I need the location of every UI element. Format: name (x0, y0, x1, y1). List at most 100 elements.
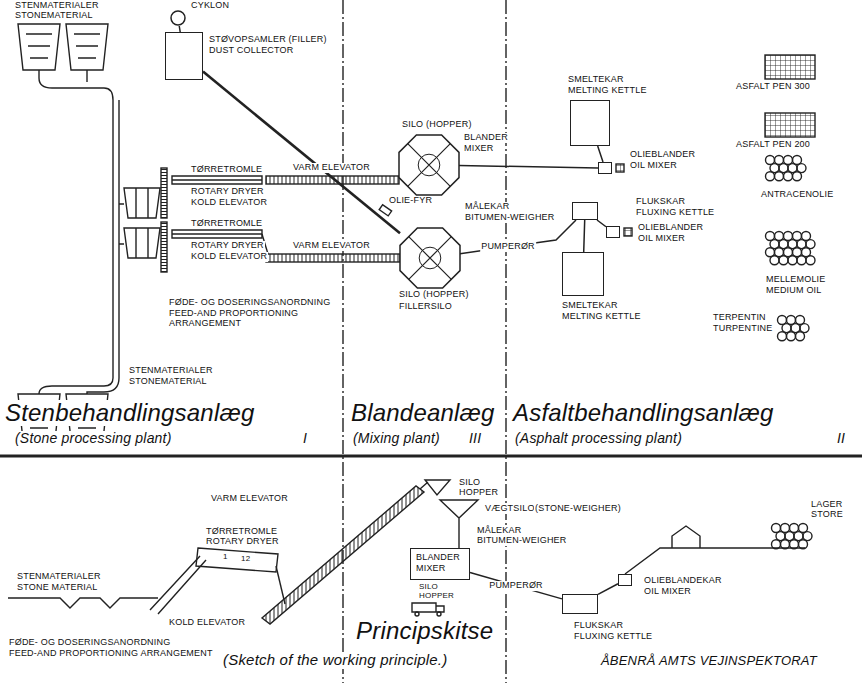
hot-elevator (262, 486, 424, 624)
pipe-connector (598, 146, 603, 162)
mixer-outline (399, 135, 459, 195)
feed-hopper (124, 228, 160, 258)
conveyor (119, 204, 124, 244)
mixer-symbol: MÅLEKARBITUMEN-WEIGHERSILO (HOPPER)FILLE… (400, 228, 460, 288)
part-label: ASFALT PEN 300 (735, 82, 811, 92)
node-label: OIL MIXER (637, 234, 686, 244)
pipe-label: PUMPERØR (480, 242, 536, 252)
part-label: ROTARY DRYER (190, 187, 265, 197)
pipe-connector (598, 584, 618, 595)
part-label: SILO (458, 478, 481, 488)
barrel (770, 256, 779, 265)
barrel (788, 256, 797, 265)
store-shed (672, 526, 700, 548)
rotary-dryer (172, 176, 262, 184)
node-label: FLUXING KETTLE (573, 632, 653, 642)
plant-box: FLUKSKARFLUXING KETTLE (572, 202, 598, 220)
pipe-connector (470, 573, 562, 599)
part-label: ROTARY DRYER (205, 537, 280, 547)
node-label: BLANDER (463, 133, 509, 143)
part-label: ROTARY DRYER (190, 241, 265, 251)
part-label: LAGER (810, 500, 844, 510)
section-title: II (836, 431, 846, 446)
plant-box: OLIEBLANDEKAROIL MIXER (618, 574, 632, 586)
barrel-stacks (766, 156, 816, 549)
chute (276, 566, 285, 604)
conveyor (39, 70, 113, 394)
part-label: OLIE-FYR (388, 196, 433, 206)
barrel (796, 332, 805, 341)
part-label: ASFALT PEN 200 (735, 140, 811, 150)
pipe-connector (597, 220, 606, 227)
part-label: KOLD ELEVATOR (190, 198, 268, 208)
section-divider (342, 0, 343, 683)
section-title: III (468, 431, 482, 446)
plant-box: SMELTEKARMELTING KETTLE (562, 252, 604, 296)
part-label: TURPENTINE (712, 324, 774, 334)
part-label: SILO (418, 583, 439, 592)
node-label: FLUKSKAR (573, 621, 624, 631)
truck (412, 603, 444, 612)
part-label: TØRRETROMLE (205, 527, 278, 537)
part-label: ANTRACENOLIE (760, 190, 834, 200)
part-label: VARM ELEVATOR (210, 494, 289, 504)
node-label: SMELTEKAR (561, 301, 619, 311)
node-label: OLIEBLANDER (637, 223, 704, 233)
part-label: TØRRETROMLE (190, 219, 263, 229)
mixer-grid (616, 164, 624, 172)
node-label: OIL MIXER (629, 161, 678, 171)
part-label: MÅLEKAR (476, 526, 522, 536)
barrel (793, 172, 802, 181)
part-label: VARM ELEVATOR (292, 241, 371, 251)
truck-wheel (437, 612, 441, 616)
section-title: (Sketch of the working principle.) (222, 652, 448, 669)
node-label: MELTING KETTLE (561, 312, 642, 322)
node-label: FILLERSILO (398, 302, 453, 312)
pipe-connector (460, 220, 576, 254)
silo-hopper (420, 480, 450, 495)
mixer-grid (624, 228, 632, 236)
plant-box: SMELTEKARMELTING KETTLE (570, 100, 610, 146)
ground-line (625, 548, 805, 574)
part-label: MELLEMOLIE (765, 275, 827, 285)
part-label: STONE MATERIAL (16, 583, 98, 593)
section-title: Stenbehandlingsanlæg (4, 400, 256, 426)
plant-box: STØVOPSAMLER (FILLER)DUST COLLECTOR (165, 32, 203, 80)
stone-bin (66, 24, 108, 70)
barrel (766, 172, 775, 181)
part-label: STENMATERIALER (16, 572, 102, 582)
section-title: (Mixing plant) (352, 431, 441, 446)
pipe-connector (459, 166, 598, 168)
part-label: KOLD ELEVATOR (168, 618, 246, 628)
conveyor (87, 70, 119, 394)
section-title: Blandeanlæg (350, 400, 496, 426)
part-label: KOLD ELEVATOR (190, 252, 268, 262)
plant-box: BLANDERMIXER (410, 548, 470, 580)
part-label: 12 (240, 555, 251, 564)
pipe-connector (584, 220, 585, 252)
section-title: ÅBENRÅ AMTS VEJINSPEKTORAT (600, 654, 818, 668)
stone-weigher (440, 500, 478, 548)
cold-elevator (150, 556, 206, 614)
barrel (784, 172, 793, 181)
rotary-dryer (172, 230, 262, 238)
node-label: SILO (HOPPER) (401, 120, 473, 130)
node-label: CYKLON (190, 1, 230, 11)
mixer-symbol: SILO (HOPPER)BLANDERMIXER (399, 135, 459, 195)
pipe-label: PUMPERØR (488, 581, 544, 591)
node-label: SMELTEKAR (567, 75, 625, 85)
node-label: BLANDER (415, 553, 461, 563)
part-label: VÆGTSILO (484, 504, 536, 514)
node-label: MIXER (463, 144, 495, 154)
node-label: SILO (HOPPER) (398, 290, 470, 300)
section-title: I (302, 431, 308, 446)
plant-box: FLUKSKARFLUXING KETTLE (562, 594, 598, 614)
node-label: MELTING KETTLE (567, 86, 648, 96)
node-label: FLUKSKAR (635, 197, 686, 207)
mixer-outline (400, 228, 460, 288)
part-label: FEED-AND PROPORTIONING ARRANGEMENT (168, 309, 330, 329)
node-label: FLUXING KETTLE (635, 208, 715, 218)
